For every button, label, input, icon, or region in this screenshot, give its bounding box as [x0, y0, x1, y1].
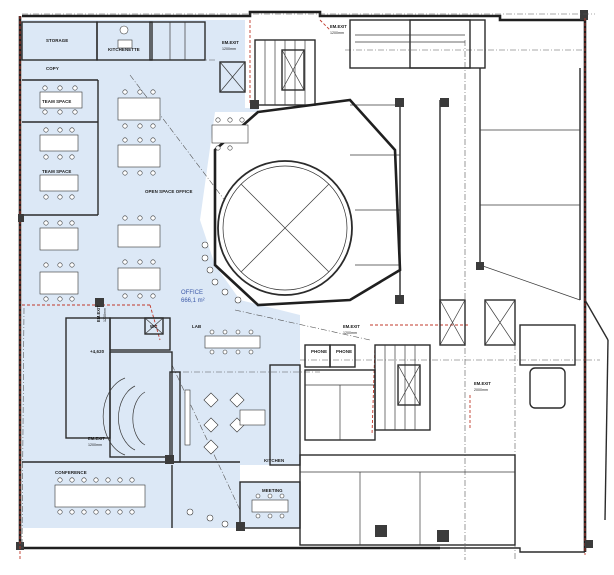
- room-label-open-space: OPEN SPACE OFFICE: [145, 189, 192, 194]
- em-exit-3: EM.EXIT 1200mm: [96, 305, 107, 322]
- office-label: OFFICE: [181, 290, 203, 296]
- svg-text:1200mm: 1200mm: [222, 47, 236, 51]
- room-label-meeting: MEETING: [262, 488, 283, 493]
- svg-text:EM.EXIT: EM.EXIT: [343, 324, 360, 329]
- svg-text:EM.EXIT: EM.EXIT: [96, 305, 101, 322]
- svg-text:EM.EXIT: EM.EXIT: [330, 24, 347, 29]
- room-labels: STORAGE KITCHENETTE COPY TEAM SPACE TEAM…: [42, 38, 352, 493]
- em-exit-6: EM.EXIT 2000mm: [474, 381, 491, 392]
- em-exit-5: EM.EXIT 1200mm: [88, 436, 105, 447]
- room-label-wc: WC: [150, 324, 158, 329]
- room-label-copy: COPY: [46, 66, 59, 71]
- emergency-exits: EM.EXIT 1200mm EM.EXIT 1200mm EM.EXIT 12…: [88, 24, 491, 447]
- elevation-mark: +4,620: [90, 349, 105, 354]
- office-area: 666,1 m²: [181, 298, 205, 304]
- lower-left-rooms: [22, 317, 301, 529]
- room-label-storage: STORAGE: [46, 38, 68, 43]
- rotunda: [217, 160, 353, 296]
- room-label-kitchenette: KITCHENETTE: [108, 47, 140, 52]
- em-exit-1: EM.EXIT 1200mm: [222, 40, 239, 51]
- svg-text:1200mm: 1200mm: [343, 331, 357, 335]
- room-label-phone-2: PHONE: [336, 349, 352, 354]
- em-exit-4: EM.EXIT 1200mm: [343, 324, 360, 335]
- svg-text:1200mm: 1200mm: [330, 31, 344, 35]
- room-label-team-space-1: TEAM SPACE: [42, 99, 71, 104]
- furniture: [39, 25, 289, 528]
- svg-text:1200mm: 1200mm: [88, 443, 102, 447]
- columns: [18, 98, 593, 548]
- interior-walls: [21, 19, 581, 320]
- svg-text:EM.EXIT: EM.EXIT: [88, 436, 105, 441]
- room-label-conference: CONFERENCE: [55, 470, 87, 475]
- svg-text:EM.EXIT: EM.EXIT: [474, 381, 491, 386]
- svg-text:EM.EXIT: EM.EXIT: [222, 40, 239, 45]
- svg-text:1200mm: 1200mm: [103, 308, 107, 322]
- room-label-phone-1: PHONE: [311, 349, 327, 354]
- service-core: [269, 299, 576, 546]
- office-zone: [22, 20, 300, 528]
- svg-text:2000mm: 2000mm: [474, 388, 488, 392]
- em-exit-2: EM.EXIT 1200mm: [330, 24, 347, 35]
- room-label-team-space-2: TEAM SPACE: [42, 169, 71, 174]
- room-label-kitchen: KITCHEN: [264, 458, 284, 463]
- room-label-lab: LAB: [192, 324, 201, 329]
